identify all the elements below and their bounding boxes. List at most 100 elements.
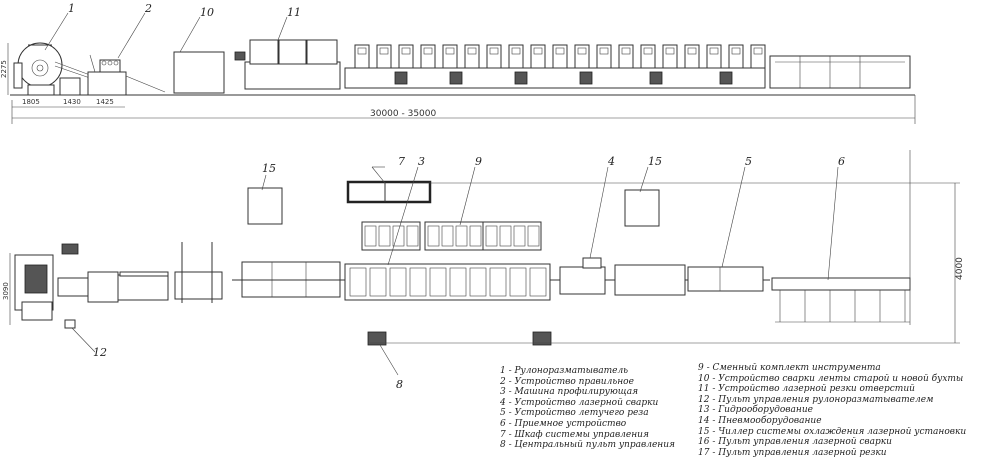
dim-1430: 1430 xyxy=(63,98,81,106)
roll-stand xyxy=(489,267,507,297)
tooling-cassette xyxy=(485,225,498,247)
hydraulic-unit xyxy=(59,77,81,96)
callout-12: 12 xyxy=(93,346,107,359)
callout-3: 3 xyxy=(418,155,425,168)
roll-stand xyxy=(349,267,367,297)
stand-detail xyxy=(445,47,455,55)
roll-stand xyxy=(728,44,744,69)
roll-stand xyxy=(596,44,612,69)
roll-stand xyxy=(420,44,436,69)
drive-motor xyxy=(649,71,663,85)
drive-motor xyxy=(514,71,528,85)
plan-view: 4000 3090 15 7 3 9 4 15 5 6 12 8 xyxy=(2,150,965,391)
roll-stand xyxy=(376,44,392,69)
laser-cutting-plan xyxy=(232,261,770,298)
roll-stand xyxy=(618,44,634,69)
roll-stand xyxy=(389,267,407,297)
legend-item: 6 - Приемное устройство xyxy=(500,418,627,429)
roll-stand xyxy=(574,44,590,69)
callout-15-left: 15 xyxy=(262,162,276,175)
legend-item: 14 - Пневмооборудование xyxy=(698,415,822,426)
tooling-set xyxy=(424,221,484,251)
callout-10: 10 xyxy=(200,6,214,19)
legend-item: 12 - Пульт управления рулоноразматывател… xyxy=(698,394,934,405)
legend-column-1: 1 - Рулоноразматыватель 2 - Устройство п… xyxy=(500,366,675,451)
stand-detail xyxy=(511,47,521,55)
stand-detail xyxy=(401,47,411,55)
flying-cutoff-plan xyxy=(614,264,764,296)
uncoiler-elevation xyxy=(13,42,91,96)
stand-detail xyxy=(467,47,477,55)
legend-item: 2 - Устройство правильное xyxy=(500,376,634,387)
stand-detail xyxy=(753,47,763,55)
coil-welder-elevation xyxy=(173,51,225,94)
callout-15-right: 15 xyxy=(648,155,662,168)
roll-stand xyxy=(640,44,656,69)
dim-2275: 2275 xyxy=(0,60,8,78)
stand-detail xyxy=(379,47,389,55)
stand-detail xyxy=(709,47,719,55)
legend-column-2: 9 - Сменный комплект инструмента 10 - Ус… xyxy=(698,363,966,458)
tooling-cassette xyxy=(527,225,540,247)
roll-stand xyxy=(449,267,467,297)
console-plan-2 xyxy=(532,331,552,346)
stand-detail xyxy=(577,47,587,55)
roll-stand xyxy=(398,44,414,69)
tooling-cassette xyxy=(392,225,405,247)
roll-stand xyxy=(429,267,447,297)
tooling-cassette xyxy=(469,225,482,247)
roll-stand xyxy=(409,267,427,297)
callout-11: 11 xyxy=(287,6,301,19)
callout-5: 5 xyxy=(745,155,752,168)
roll-stand xyxy=(442,44,458,69)
legend-item: 8 - Центральный пульт управления xyxy=(500,440,675,451)
legend-item: 10 - Устройство сварки ленты старой и но… xyxy=(698,373,964,384)
roll-stand xyxy=(750,44,766,69)
tooling-set xyxy=(482,221,542,251)
legend-item: 7 - Шкаф системы управления xyxy=(500,429,649,440)
roll-stand xyxy=(684,44,700,69)
drive-motor xyxy=(579,71,593,85)
legend-item: 13 - Гидрооборудование xyxy=(698,405,813,416)
tooling-cassette xyxy=(455,225,468,247)
laser-welder-plan xyxy=(559,257,606,295)
control-cabinet-plan xyxy=(346,180,432,204)
dim-1805: 1805 xyxy=(22,98,40,106)
drive-motor xyxy=(394,71,408,85)
roll-stand xyxy=(486,44,502,69)
central-console-plan xyxy=(367,331,387,346)
roll-stand xyxy=(508,44,524,69)
legend-item: 16 - Пульт управления лазерной сварки xyxy=(698,437,892,448)
stand-detail xyxy=(643,47,653,55)
roll-stand xyxy=(464,44,480,69)
roll-stand xyxy=(662,44,678,69)
coil-welder-plan xyxy=(174,242,223,303)
stand-detail xyxy=(555,47,565,55)
forming-machine xyxy=(344,263,551,301)
legend-item: 4 - Устройство лазерной сварки xyxy=(500,397,659,408)
callout-1: 1 xyxy=(68,2,75,15)
tooling-cassette xyxy=(364,225,377,247)
roll-stand xyxy=(706,44,722,69)
dim-3090: 3090 xyxy=(2,282,10,300)
forming-line-elevation xyxy=(344,44,766,89)
callout-4: 4 xyxy=(607,155,615,168)
dim-4000: 4000 xyxy=(955,257,965,280)
roll-stand xyxy=(369,267,387,297)
callout-2: 2 xyxy=(144,2,152,15)
roll-stand xyxy=(529,267,547,297)
stand-detail xyxy=(665,47,675,55)
stand-detail xyxy=(687,47,697,55)
tooling-cassette xyxy=(513,225,526,247)
roll-stand xyxy=(509,267,527,297)
console-12-plan xyxy=(61,243,79,255)
console-12-box xyxy=(64,319,76,329)
chiller-plan-2 xyxy=(624,189,660,227)
tooling-cassette xyxy=(378,225,391,247)
legend-item: 5 - Устройство летучего реза xyxy=(500,408,649,419)
callout-9: 9 xyxy=(475,155,482,168)
dim-1425: 1425 xyxy=(96,98,114,106)
stand-detail xyxy=(423,47,433,55)
forming-line-plan xyxy=(344,263,551,301)
stand-detail xyxy=(489,47,499,55)
